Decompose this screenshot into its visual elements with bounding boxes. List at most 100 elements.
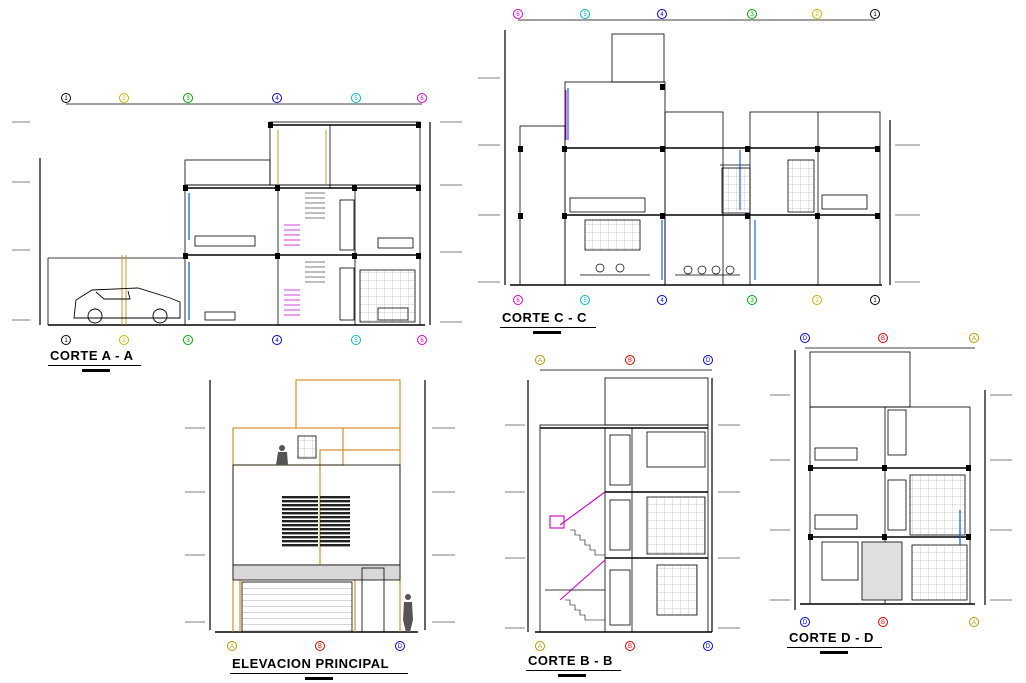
axis-bubble-label: 2 [815,12,819,18]
axis-bubble [580,295,590,305]
section-b-b [505,369,740,633]
axis-bubble [119,93,129,103]
axis-bubble-label: A [972,336,976,342]
axis-bubble [227,641,237,651]
scale-bar [533,331,561,334]
axis-bubble [535,355,545,365]
axis-bubble [625,641,635,651]
axis-bubble-label: B [628,358,632,364]
axis-bubble-label: B [881,336,885,342]
axis-bubble [535,641,545,651]
axis-bubble [703,355,713,365]
axis-bubble [272,335,282,345]
axis-bubble [878,333,888,343]
axis-bubble-label: 1 [64,96,68,102]
axis-bubble [61,93,71,103]
axis-bubble-label: 5 [583,12,587,18]
front-elevation [185,379,455,633]
scale-bar [305,677,333,680]
axis-bubble [183,93,193,103]
axis-bubble-label: 2 [122,96,126,102]
car-drawing [73,287,181,324]
axis-bubble [747,9,757,19]
axis-bubble [513,295,523,305]
axis-bubble [800,333,810,343]
axis-bubble-label: D [803,620,808,626]
scale-bar [558,674,586,677]
axis-bubble-label: 6 [516,298,520,304]
axis-bubble [969,333,979,343]
title-elevacion-principal: ELEVACION PRINCIPAL [232,656,390,671]
axis-bubble-label: A [972,620,976,626]
section-c-c [478,19,920,286]
title-corte-d-d: CORTE D - D [789,630,874,645]
title-underline [526,670,621,671]
axis-bubble-label: 4 [275,96,279,102]
axis-bubble-label: D [706,358,711,364]
person-figure [276,445,413,632]
axis-bubble-label: 6 [420,338,424,344]
axis-bubble [417,335,427,345]
axis-bubble-label: D [803,336,808,342]
section-d-d [770,347,1012,610]
axis-bubble [657,9,667,19]
axis-bubble [625,355,635,365]
axis-bubble-label: 5 [354,338,358,344]
axis-bubble [870,295,880,305]
axis-bubble [315,641,325,651]
axis-bubble-label: 1 [64,338,68,344]
axis-bubble-label: 2 [122,338,126,344]
axis-bubble-label: 4 [275,338,279,344]
axis-bubble [800,617,810,627]
axis-bubble-label: A [230,644,234,650]
axis-bubble-label: A [538,358,542,364]
axis-bubble [657,295,667,305]
axis-bubble-label: B [628,644,632,650]
title-corte-b-b: CORTE B - B [528,653,613,668]
axis-bubble-label: 4 [660,298,664,304]
axis-bubble-label: 3 [750,298,754,304]
axis-bubble [119,335,129,345]
axis-bubble-label: 2 [815,298,819,304]
title-underline [500,327,596,328]
title-underline [787,647,882,648]
axis-bubble-label: 5 [583,298,587,304]
level-marks-left [12,121,462,325]
axis-bubble [747,295,757,305]
axis-bubble [580,9,590,19]
axis-bubble-label: A [538,644,542,650]
scale-bar [820,651,848,654]
axis-bubble [703,641,713,651]
axis-bubble-label: 3 [186,96,190,102]
axis-bubble-label: 3 [186,338,190,344]
axis-bubble-label: D [398,644,403,650]
axis-bubble-label: D [706,644,711,650]
axis-bubble-label: 6 [516,12,520,18]
axis-bubble [870,9,880,19]
title-underline [230,673,408,674]
axis-bubble [183,335,193,345]
axis-bubble [812,295,822,305]
axis-bubble [351,335,361,345]
axis-bubble-label: B [881,620,885,626]
axis-bubble [395,641,405,651]
section-a-a [12,103,462,326]
title-corte-c-c: CORTE C - C [502,310,587,325]
axis-bubble [812,9,822,19]
axis-bubble-label: 1 [873,298,877,304]
axis-bubble [61,335,71,345]
title-underline [48,365,141,366]
axis-bubble-label: 4 [660,12,664,18]
axis-bubble [513,9,523,19]
axis-bubble-label: 6 [420,96,424,102]
scale-bar [82,369,110,372]
axis-bubble [417,93,427,103]
axis-bubble-label: 1 [873,12,877,18]
axis-bubble [969,617,979,627]
title-corte-a-a: CORTE A - A [50,348,134,363]
axis-bubble [272,93,282,103]
axis-bubble-label: 5 [354,96,358,102]
axis-bubble-label: B [318,644,322,650]
